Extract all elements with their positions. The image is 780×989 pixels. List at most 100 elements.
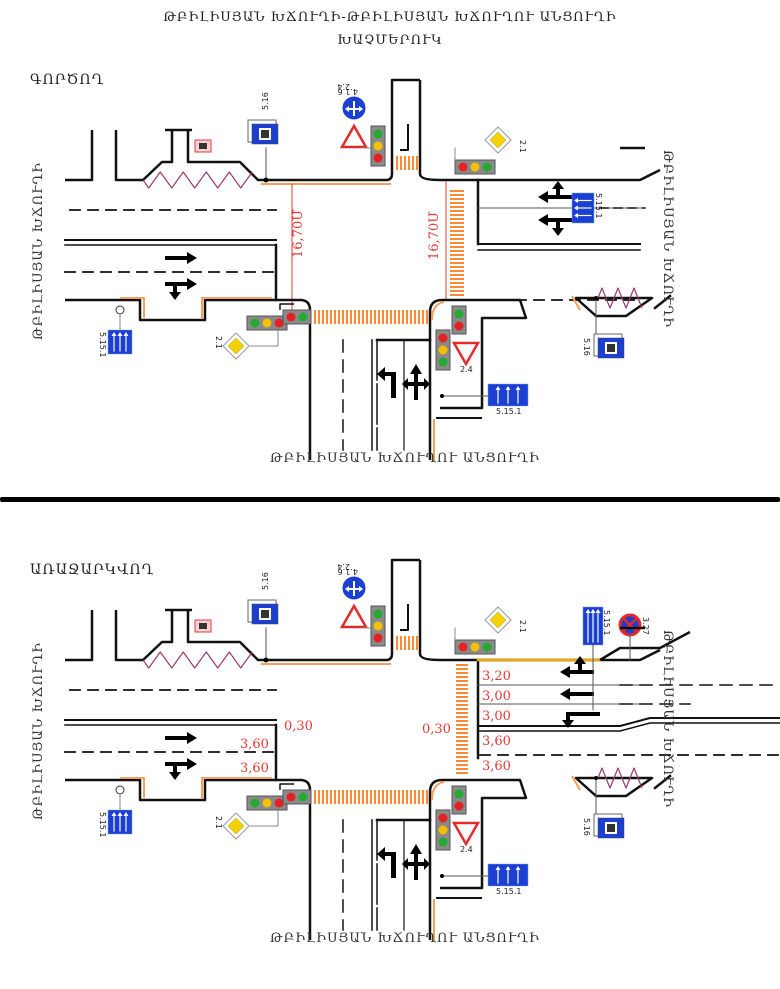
bus-glyph [607, 824, 615, 832]
curb-top-left-a [65, 130, 94, 182]
crosswalk-stripe [416, 636, 418, 650]
section-label-proposed: ԱՌԱՋԱՐԿՎՈՂ [30, 562, 155, 578]
diagram-title-line-2: ԽԱՉՄԵՐՈՒԿ [337, 33, 443, 48]
sign-label-2-1: 2.1 [214, 816, 223, 829]
crosswalk-stripe [456, 720, 468, 722]
sign-fill [227, 817, 245, 835]
crosswalk-stripe [450, 206, 464, 208]
crosswalk-stripe [450, 210, 464, 212]
traffic-light-northeast [454, 159, 496, 175]
give-way-sign-icon [451, 821, 481, 847]
traffic-light-lamp [482, 162, 492, 172]
arrow-head [538, 191, 548, 203]
crosswalk-stripe [346, 310, 348, 324]
traffic-light-lamp [470, 642, 480, 652]
sign-lane-arrowhead [123, 812, 129, 816]
crosswalk-stripe [374, 310, 376, 324]
sign-post-base [440, 874, 444, 878]
arrow-straight-right-icon [165, 252, 197, 264]
sign-lane-arrowhead [595, 609, 601, 613]
crosswalk-stripe [396, 156, 398, 170]
crosswalk-stripe [342, 790, 344, 804]
sign-fill [489, 611, 507, 629]
crosswalk-stripe [450, 202, 464, 204]
crosswalk-stripe [330, 310, 332, 324]
sign-lane-arrowhead [117, 812, 123, 816]
crosswalk-stripe [450, 242, 464, 244]
fence-right [597, 287, 643, 309]
crosswalk-stripe [394, 790, 396, 804]
lane-width-label: 3,20 [482, 669, 511, 684]
crosswalk-stripe [450, 290, 464, 292]
sign-arrow-left-head [345, 586, 349, 592]
camera-icon [194, 619, 212, 633]
island-north [400, 604, 409, 631]
arrow-head-up [410, 364, 422, 374]
arrow-shaft [391, 372, 396, 398]
arrow-head [187, 252, 197, 264]
arrow-left-down-turn-icon [562, 712, 600, 728]
crosswalk-stripe [418, 790, 420, 804]
sign-post-base [263, 657, 269, 663]
crosswalk-stripe [456, 700, 468, 702]
sign-post [250, 810, 279, 827]
traffic-light-lamp [454, 321, 464, 331]
give-way-sign-icon [451, 341, 481, 367]
sign-post-base [263, 177, 269, 183]
crosswalk-stripe [390, 310, 392, 324]
street-label-south: ԹԲԻԼԻՍՅԱՆ ԽՃՈՒՂՈՒ ԱՆՑՈՒՂԻ [270, 931, 540, 946]
crosswalk-stripe [456, 668, 468, 670]
crosswalk-stripe [404, 156, 406, 170]
main-road-sign-icon [222, 812, 250, 840]
traffic-light-lamp [373, 153, 383, 163]
edge-marking-right [571, 775, 581, 791]
crosswalk-stripe [414, 310, 416, 324]
sign-label-5-15-1: 5.15.1 [496, 887, 521, 896]
crosswalk-stripe [362, 790, 364, 804]
sign-post-base [594, 296, 598, 300]
lane-direction-sign-icon [571, 192, 595, 224]
traffic-light-lamp [373, 129, 383, 139]
traffic-light-lamp [373, 633, 383, 643]
island-north [400, 124, 409, 151]
arrow-head [562, 720, 574, 728]
traffic-light-lamp [373, 621, 383, 631]
traffic-light-lamp [454, 789, 464, 799]
edge-marking-corner [431, 781, 445, 801]
bus-stop-sign-icon [593, 813, 625, 839]
bus-stop-sign-label: 5.16 [582, 818, 591, 836]
sign-lane-arrowhead [515, 386, 521, 390]
signal-bracket [279, 783, 294, 790]
crosswalk-stripe [334, 310, 336, 324]
crosswalk-stripe [456, 744, 468, 746]
traffic-light-lamp [286, 312, 296, 322]
arrow-head-right [424, 858, 430, 870]
arrow-turn [383, 372, 395, 376]
crosswalk-stripe [456, 676, 468, 678]
lane-width-label: 3,00 [482, 689, 511, 704]
arrow-left-turn-icon [377, 367, 396, 398]
traffic-light-lamp [250, 318, 260, 328]
crosswalk-stripe [456, 688, 468, 690]
edge-marking-bay [120, 777, 145, 798]
arrow-turn [566, 712, 570, 722]
traffic-light-lamp [454, 801, 464, 811]
traffic-light-lamp [438, 333, 448, 343]
arrow-straight-right-turn-icon [165, 278, 197, 300]
traffic-light-lamp [286, 792, 296, 802]
crosswalk-stripe [338, 790, 340, 804]
crosswalk-stripe [378, 790, 380, 804]
mandatory-direction-sign-icon [341, 575, 367, 601]
traffic-light-lamp [373, 609, 383, 619]
crosswalk-stripe [366, 310, 368, 324]
offset-label: 0,30 [422, 722, 451, 737]
crosswalk-stripe [456, 672, 468, 674]
crosswalk-stripe [456, 684, 468, 686]
median-line-2 [478, 722, 780, 732]
traffic-light-lamp [298, 792, 308, 802]
diagram-title-line-1: ԹԲԻԼԻՍՅԱՆ ԽՃՈՒՂԻ-ԹԲԻԼԻՍՅԱՆ ԽՃՈՒՂՈՒ ԱՆՑՈՒ… [163, 10, 617, 25]
lane-width-label: 3,00 [482, 709, 511, 724]
crosswalk-stripe [456, 692, 468, 694]
bus-stop-sign-icon [247, 599, 279, 625]
